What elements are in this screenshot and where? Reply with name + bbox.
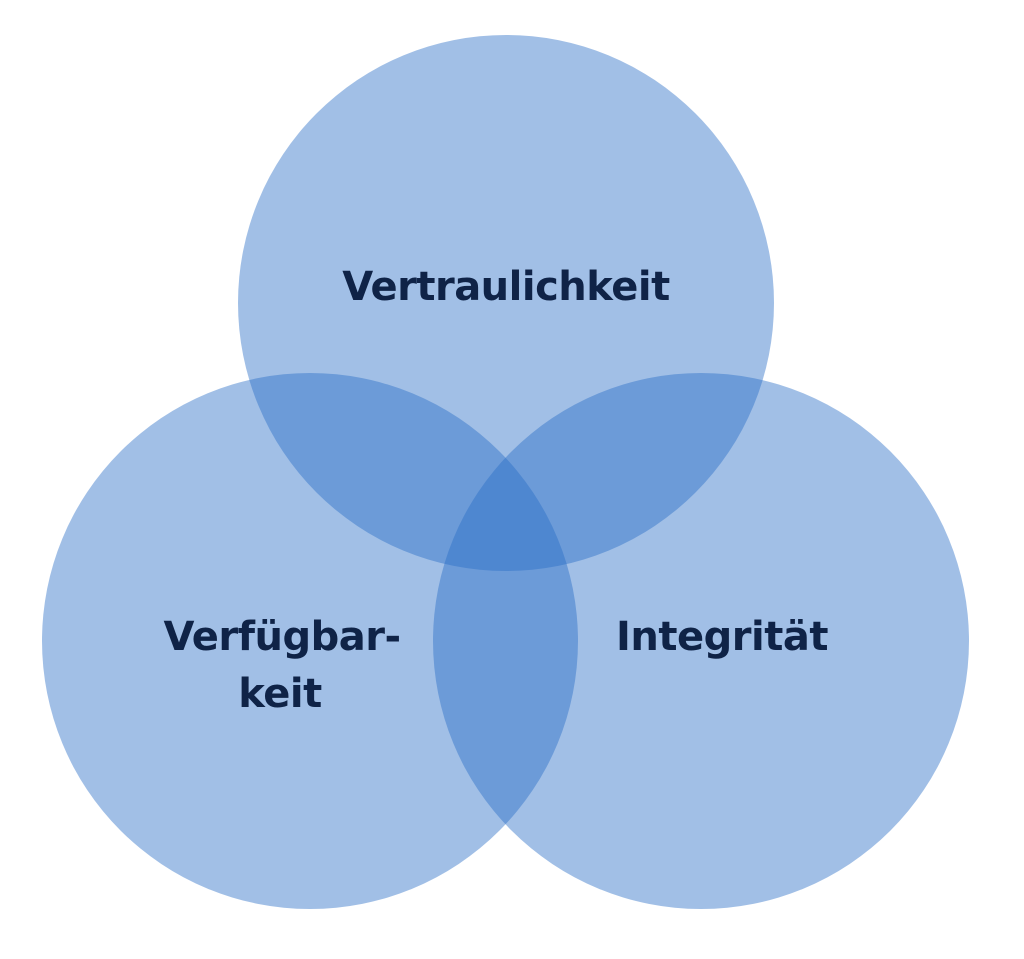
label-vertraulichkeit: Vertraulichkeit bbox=[342, 264, 670, 310]
label-verfuegbarkeit-line2: keit bbox=[238, 671, 322, 717]
label-integritaet: Integrität bbox=[616, 614, 828, 660]
circle-vertraulichkeit bbox=[238, 35, 774, 571]
label-verfuegbarkeit-line1: Verfügbar- bbox=[163, 614, 400, 660]
circle-verfuegbarkeit bbox=[42, 373, 578, 909]
circle-integritaet bbox=[433, 373, 969, 909]
